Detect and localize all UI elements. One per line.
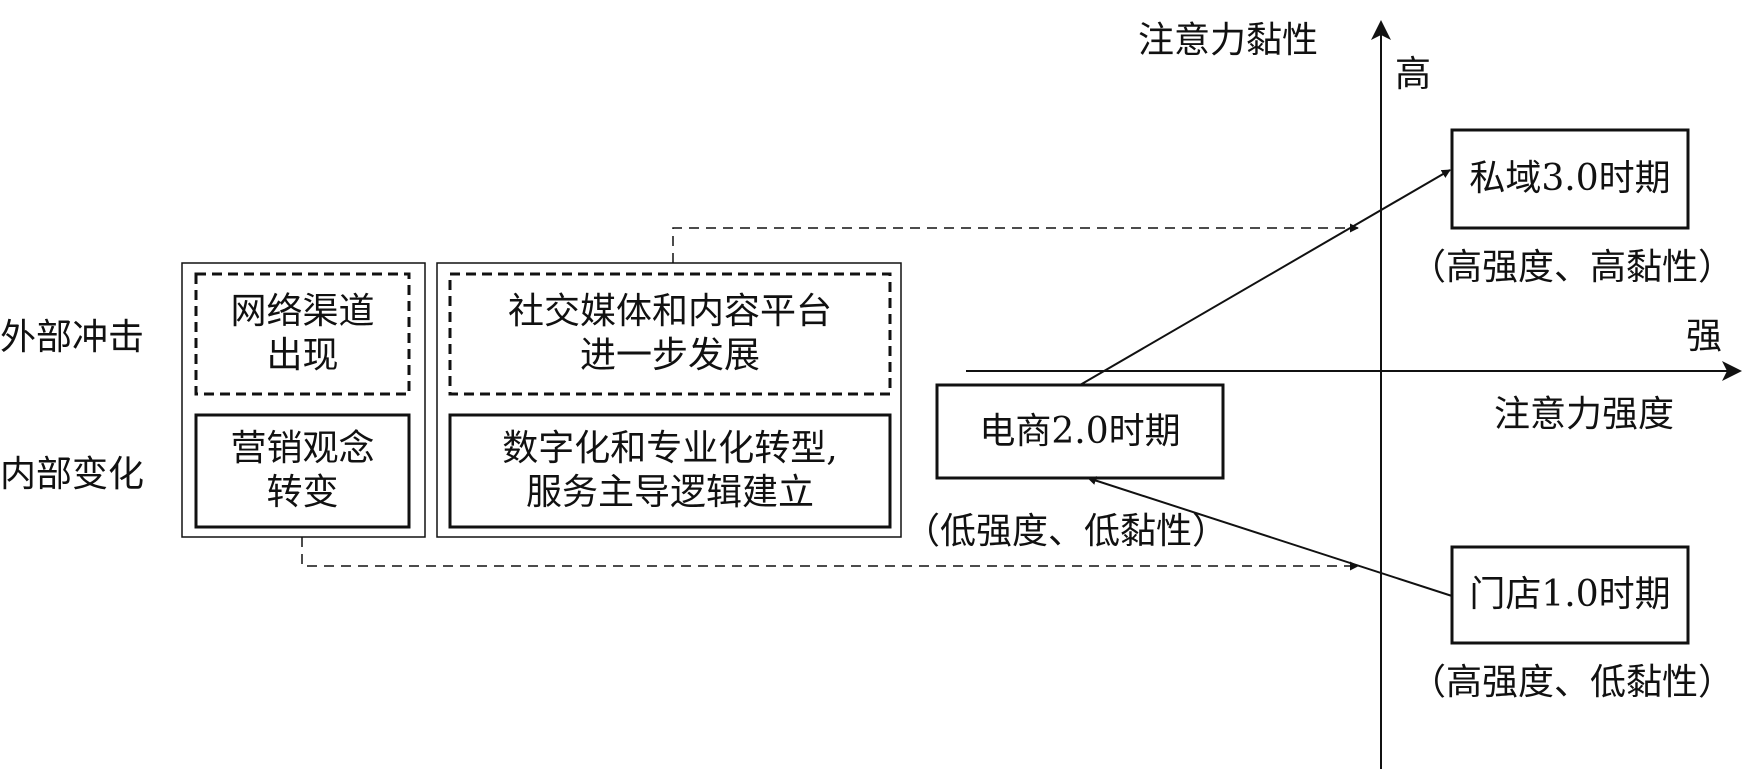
- marketing-box-text: 营销观念 转变: [196, 415, 409, 527]
- row-label-external: 外部冲击: [0, 317, 145, 358]
- ecommerce-period-label: 电商2.0时期: [937, 385, 1223, 478]
- ecommerce-period-note: （低强度、低黏性）: [904, 511, 1229, 552]
- left-group-frame: [181, 262, 426, 538]
- y-axis-label: 注意力黏性: [1138, 20, 1319, 61]
- marketing-line-1: 营销观念: [230, 428, 375, 469]
- network-box: [194, 272, 411, 396]
- digital-box: [448, 413, 892, 529]
- digital-line-2: 服务主导逻辑建立: [525, 472, 814, 513]
- ecommerce-to-private-arrow: [1079, 169, 1451, 386]
- private-period-text: 私域3.0时期: [1469, 158, 1671, 199]
- digital-line-1: 数字化和专业化转型,: [502, 428, 838, 469]
- store-period-note: （高强度、低黏性）: [1410, 662, 1735, 703]
- x-axis-label: 注意力强度: [1494, 394, 1675, 435]
- network-box-text: 网络渠道 出现: [196, 274, 409, 394]
- marketing-to-store-connector: [301, 537, 1359, 571]
- y-axis-high-label: 高: [1395, 54, 1432, 95]
- private-period-label: 私域3.0时期: [1452, 130, 1688, 228]
- social-to-private-connector: [672, 223, 1359, 263]
- network-line-2: 出现: [266, 335, 339, 376]
- marketing-box: [194, 413, 411, 529]
- x-axis-strong-label: 强: [1686, 316, 1723, 357]
- social-box: [448, 272, 892, 396]
- private-period-box: [1450, 128, 1690, 230]
- ecommerce-period-text: 电商2.0时期: [979, 410, 1181, 452]
- social-line-1: 社交媒体和内容平台: [507, 291, 832, 332]
- marketing-line-2: 转变: [266, 472, 339, 513]
- store-to-ecommerce-arrow: [1087, 476, 1453, 597]
- store-period-text: 门店1.0时期: [1469, 574, 1671, 615]
- row-label-internal: 内部变化: [0, 454, 145, 495]
- right-group-frame: [436, 262, 902, 538]
- digital-box-text: 数字化和专业化转型, 服务主导逻辑建立: [450, 415, 890, 527]
- store-period-label: 门店1.0时期: [1452, 547, 1688, 643]
- social-box-text: 社交媒体和内容平台 进一步发展: [450, 274, 890, 394]
- social-line-2: 进一步发展: [579, 335, 760, 376]
- private-period-note: （高强度、高黏性）: [1410, 247, 1735, 288]
- network-line-1: 网络渠道: [230, 291, 375, 332]
